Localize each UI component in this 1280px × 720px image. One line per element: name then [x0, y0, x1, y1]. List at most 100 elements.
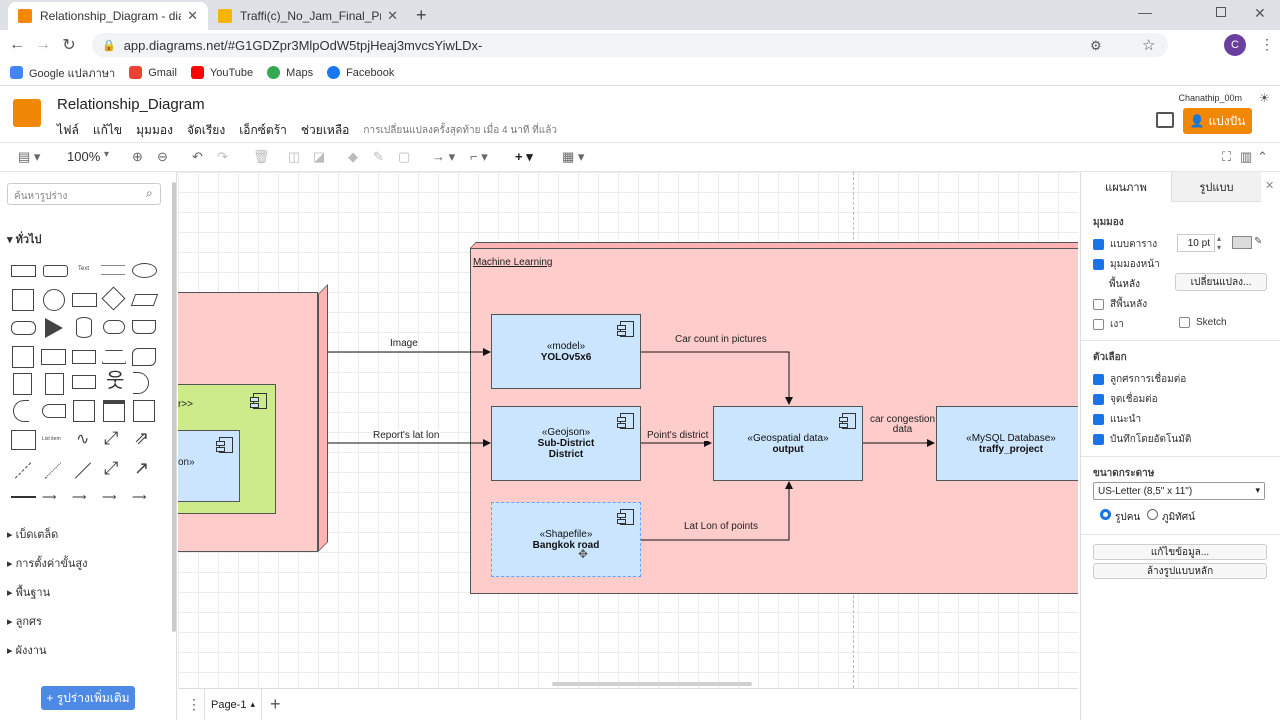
card-shape[interactable]	[45, 373, 64, 395]
circle-shape[interactable]	[43, 289, 65, 311]
yolo-model-box[interactable]: «model» YOLOv5x6	[491, 314, 641, 389]
edge-label-latlon-points[interactable]: Lat Lon of points	[684, 521, 758, 532]
clear-default-style-button[interactable]: ล้างรูปแบบหลัก	[1093, 563, 1267, 579]
trapezoid-shape[interactable]	[102, 350, 126, 364]
search-icon[interactable]: ⌕	[146, 186, 153, 200]
paper-size-select[interactable]: US-Letter (8,5" x 11") ▾	[1093, 482, 1265, 500]
xor-shape[interactable]	[13, 400, 29, 422]
edge-label-report[interactable]: Report's lat lon	[373, 430, 440, 441]
step-shape[interactable]	[72, 350, 96, 364]
geojson-box[interactable]: «Geojson» Sub-District District	[491, 406, 641, 481]
grid-size-spinner-icon[interactable]: ▴▾	[1217, 234, 1222, 252]
rounded-rectangle-shape[interactable]	[43, 265, 68, 277]
callout-shape[interactable]	[72, 375, 96, 389]
change-background-button[interactable]: เปลี่ยนแปลง...	[1175, 273, 1267, 291]
browser-tab-active[interactable]: Relationship_Diagram - diagrams.net ✕	[8, 2, 208, 30]
shadow-checkbox[interactable]: เงา	[1093, 317, 1124, 332]
delay-shape[interactable]	[42, 404, 66, 418]
waypoints-icon[interactable]: ⌐ ▾	[470, 149, 488, 164]
close-window-icon[interactable]: ✕	[1254, 5, 1266, 21]
link-line-shape[interactable]	[11, 496, 36, 498]
pages-menu-icon[interactable]: ⋮	[187, 696, 201, 712]
connector-arrow-4[interactable]: ⟶	[132, 492, 147, 503]
fill-color-icon[interactable]: ◆	[348, 149, 358, 164]
bookmark-google-translate[interactable]: Google แปลภาษา	[10, 64, 115, 82]
bidirectional-connector-shape[interactable]: ⤢	[104, 458, 119, 478]
cloud-shape[interactable]	[103, 320, 125, 334]
or-shape[interactable]	[133, 372, 149, 394]
last-saved-text[interactable]: การเปลี่ยนแปลงครั้งสุดท้าย เมื่อ 4 นาที …	[363, 125, 557, 136]
menu-view[interactable]: มุมมอง	[136, 123, 173, 137]
browser-tab[interactable]: Traffi(c)_No_Jam_Final_Project - G ✕	[208, 2, 408, 30]
geospatial-output-box[interactable]: «Geospatial data» output	[713, 406, 863, 481]
connector-arrow-2[interactable]: ⟶	[72, 492, 87, 503]
theme-toggle-icon[interactable]: ☀	[1259, 91, 1270, 105]
shadow-icon[interactable]: ▢	[398, 149, 411, 164]
section-advanced[interactable]: ▸ การตั้งค่าขั้นสูง	[7, 558, 88, 570]
browser-menu-icon[interactable]: ⋮	[1260, 36, 1274, 52]
section-flowchart[interactable]: ▸ ผังงาน	[7, 645, 47, 657]
close-tab-icon[interactable]: ✕	[187, 8, 198, 23]
textbox-shape[interactable]	[101, 265, 125, 275]
reload-icon[interactable]: ↻	[62, 37, 76, 54]
section-general[interactable]: ▾ ทั่วไป	[7, 234, 42, 246]
edge-label-image[interactable]: Image	[390, 338, 418, 349]
edge-label-congestion[interactable]: car congestion data	[870, 414, 936, 435]
dotted-line-shape[interactable]	[44, 462, 62, 479]
parallelogram-shape[interactable]	[130, 294, 159, 306]
line-shape[interactable]	[74, 462, 92, 479]
format-panel-toggle-icon[interactable]: ▤ ▾	[18, 149, 41, 164]
table-icon[interactable]: ▦ ▾	[562, 149, 585, 164]
background-color-checkbox[interactable]: สีพื้นหลัง	[1093, 297, 1147, 312]
tape-shape[interactable]	[132, 348, 156, 366]
more-shapes-button[interactable]: + รูปร่างเพิ่มเติม	[41, 686, 135, 710]
edit-data-button[interactable]: แก้ไขข้อมูล...	[1093, 544, 1267, 560]
bookmark-maps[interactable]: Maps	[267, 66, 313, 79]
add-page-icon[interactable]: +	[270, 694, 281, 714]
section-basic[interactable]: ▸ พื้นฐาน	[7, 587, 51, 599]
to-front-icon[interactable]: ◫	[288, 149, 301, 164]
landscape-radio[interactable]	[1147, 509, 1158, 520]
address-bar[interactable]: 🔒 app.diagrams.net/#G1GDZpr3MlpOdW5tpjHe…	[92, 33, 1168, 57]
insert-icon[interactable]: + ▾	[515, 149, 533, 164]
bookmark-facebook[interactable]: Facebook	[327, 66, 394, 79]
grid-color-swatch[interactable]	[1232, 236, 1252, 249]
table-shape[interactable]	[11, 430, 36, 450]
maximize-icon[interactable]	[1216, 7, 1226, 17]
process-shape[interactable]	[72, 293, 97, 307]
connector-arrow-3[interactable]: ⟶	[102, 492, 117, 503]
document-title[interactable]: Relationship_Diagram	[57, 96, 205, 113]
bookmark-gmail[interactable]: Gmail	[129, 66, 177, 79]
diagram-canvas[interactable]: r>> on» Machine Learning Image Report's …	[178, 172, 1078, 688]
page-tab[interactable]: Page-1▴	[204, 689, 262, 720]
zoom-level[interactable]: 100%	[67, 149, 101, 164]
tab-style[interactable]: รูปแบบ	[1171, 172, 1261, 202]
forward-icon[interactable]: →	[35, 36, 51, 53]
connection-arrows-checkbox[interactable]: ลูกศรการเชื่อมต่อ	[1093, 372, 1186, 387]
swimlane-shape[interactable]	[103, 400, 125, 422]
zoom-in-icon[interactable]: ⊕	[132, 149, 143, 164]
edge-label-points-district[interactable]: Point's district	[647, 430, 709, 441]
curve-shape[interactable]: ∿	[76, 431, 90, 448]
section-arrows[interactable]: ▸ ลูกศร	[7, 616, 42, 628]
ellipse-shape[interactable]	[132, 263, 157, 278]
connector-arrow-1[interactable]: ⟶	[42, 492, 57, 503]
section-misc[interactable]: ▸ เบ็ดเตล็ด	[7, 529, 59, 541]
list-shape[interactable]	[133, 400, 155, 422]
cube-shape[interactable]	[41, 349, 66, 365]
dashed-line-shape[interactable]	[14, 462, 32, 479]
collapse-icon[interactable]: ⌃	[1257, 149, 1268, 164]
guides-checkbox[interactable]: แนะนำ	[1093, 412, 1141, 427]
triangle-shape[interactable]	[45, 318, 63, 338]
new-tab-icon[interactable]: +	[416, 5, 427, 25]
text-line-shape[interactable]: List item	[42, 436, 61, 442]
connection-icon[interactable]: → ▾	[432, 149, 456, 164]
grid-size-input[interactable]: 10 pt	[1177, 234, 1215, 252]
portrait-radio[interactable]	[1100, 509, 1111, 520]
line-color-icon[interactable]: ✎	[373, 149, 384, 164]
rectangle-shape[interactable]	[11, 265, 36, 277]
diamond-shape[interactable]	[101, 286, 126, 311]
back-icon[interactable]: ←	[9, 36, 25, 53]
document-shape[interactable]	[132, 320, 156, 334]
autosave-checkbox[interactable]: บันทึกโดยอัตโนมัติ	[1093, 432, 1191, 447]
